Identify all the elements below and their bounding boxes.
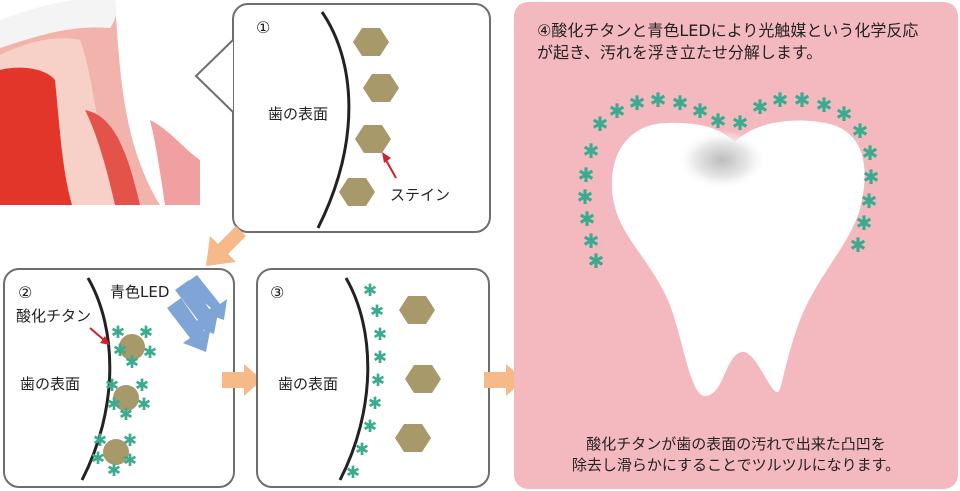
tio2-asterisk: ✱ [752, 95, 769, 119]
tio2-asterisk: ✱ [370, 302, 384, 322]
panel-4-caption-1: 酸化チタンが歯の表面の汚れで出来た凸凹を [586, 435, 886, 453]
tio2-asterisk: ✱ [107, 395, 121, 415]
tio2-asterisk: ✱ [692, 99, 709, 123]
tio2-asterisk: ✱ [346, 463, 360, 483]
tooth-surface-line [80, 277, 112, 481]
blue-led-rays [167, 275, 227, 352]
tio2-asterisk: ✱ [862, 141, 879, 165]
tio2-asterisk: ✱ [710, 109, 727, 133]
stain-hexagon [339, 178, 375, 206]
tio2-asterisk: ✱ [139, 323, 153, 343]
stain-hexagon [405, 365, 441, 393]
panel-3-number: ③ [270, 283, 285, 302]
tio2-asterisk: ✱ [373, 325, 387, 345]
tio2-asterisk-ring: ✱✱✱✱✱✱✱✱✱✱✱✱✱✱✱✱✱✱✱✱✱✱✱✱✱ [577, 88, 880, 273]
stain-hexagon [363, 74, 399, 102]
stain-particle [119, 334, 145, 360]
tio2-asterisk: ✱ [373, 348, 387, 368]
tio2-asterisk: ✱ [772, 88, 789, 112]
tio2-asterisk: ✱ [107, 461, 121, 481]
blue-led-label: 青色LED [110, 283, 170, 301]
tio2-asterisk: ✱ [816, 93, 833, 117]
panel-2-surface-label: 歯の表面 [20, 375, 81, 393]
tio2-asterisk: ✱ [588, 249, 605, 273]
tio2-asterisk: ✱ [577, 185, 594, 209]
tio2-asterisk: ✱ [371, 371, 385, 391]
tio2-asterisk: ✱ [363, 417, 377, 437]
tio2-asterisk: ✱ [578, 163, 595, 187]
panel-3-surface-label: 歯の表面 [278, 375, 339, 393]
speech-pointer [194, 39, 234, 113]
tooth-cross-section-illustration [0, 0, 200, 205]
tio2-asterisk: ✱ [583, 139, 600, 163]
tooth-surface-line [316, 11, 351, 229]
panel-4-caption-2: 除去し滑らかにすることでツルツルになります。 [571, 456, 901, 474]
flow-arrow-down-left [206, 226, 246, 266]
tio2-asterisk: ✱ [143, 343, 157, 363]
tio2-asterisk: ✱ [123, 451, 137, 471]
titanium-oxide-label: 酸化チタン [16, 307, 92, 325]
tio2-pointer-arrow [89, 327, 105, 341]
tio2-asterisk: ✱ [861, 189, 878, 213]
stain-hexagon [355, 125, 391, 153]
stain-particle [103, 439, 129, 465]
tooth-surface-line [338, 277, 370, 481]
panel-1-surface-label: 歯の表面 [268, 105, 329, 123]
tio2-asterisk: ✱ [650, 88, 667, 112]
tio2-asterisk: ✱ [111, 323, 125, 343]
tio2-asterisk: ✱ [732, 111, 749, 135]
tio2-asterisk: ✱ [629, 91, 646, 115]
tio2-asterisk: ✱ [135, 376, 149, 396]
tio2-asterisk: ✱ [368, 394, 382, 414]
stain-hexagon [399, 296, 435, 324]
tio2-asterisk: ✱ [363, 281, 377, 301]
stain-label: ステイン [390, 186, 451, 204]
tio2-asterisk: ✱ [856, 211, 873, 235]
stain-pointer-arrow [385, 159, 397, 179]
tooth-illustration [611, 120, 865, 397]
tio2-asterisk: ✱ [852, 119, 869, 143]
tio2-asterisk: ✱ [137, 395, 151, 415]
tio2-asterisk: ✱ [863, 165, 880, 189]
tio2-asterisk: ✱ [93, 431, 107, 451]
panel-3 [256, 268, 490, 488]
tio2-asterisk: ✱ [592, 112, 609, 136]
tio2-asterisk: ✱ [91, 449, 105, 469]
tio2-asterisk: ✱ [123, 431, 137, 451]
stain-hexagon [395, 424, 431, 452]
tio2-asterisk: ✱ [113, 341, 127, 361]
tio2-asterisk: ✱ [836, 102, 853, 126]
tio2-asterisk: ✱ [119, 405, 133, 425]
tio2-asterisk-column: ✱✱✱✱✱✱✱✱✱ [346, 281, 387, 483]
tio2-asterisk: ✱ [579, 207, 596, 231]
tio2-asterisk: ✱ [794, 88, 811, 112]
panel-4-line-1: ④酸化チタンと青色LEDにより光触媒という化学反応 [537, 21, 919, 40]
tio2-asterisk-cluster: ✱✱✱✱✱✱✱✱✱✱✱✱✱✱✱ [91, 323, 157, 481]
flow-arrow-right [222, 364, 262, 396]
panel-1-number: ① [256, 18, 271, 37]
tio2-asterisk: ✱ [105, 376, 119, 396]
tio2-asterisk: ✱ [583, 229, 600, 253]
stain-particle [113, 385, 139, 411]
tio2-asterisk: ✱ [672, 91, 689, 115]
stain-hexagon [353, 28, 389, 56]
tio2-asterisk: ✱ [125, 353, 139, 373]
surface-stain [677, 130, 767, 190]
panel-4-line-2: が起き、汚れを浮き立たせ分解します。 [537, 43, 823, 62]
tio2-asterisk: ✱ [850, 233, 867, 257]
tio2-asterisk: ✱ [355, 440, 369, 460]
panel-2-number: ② [18, 283, 33, 302]
tio2-asterisk: ✱ [609, 99, 626, 123]
